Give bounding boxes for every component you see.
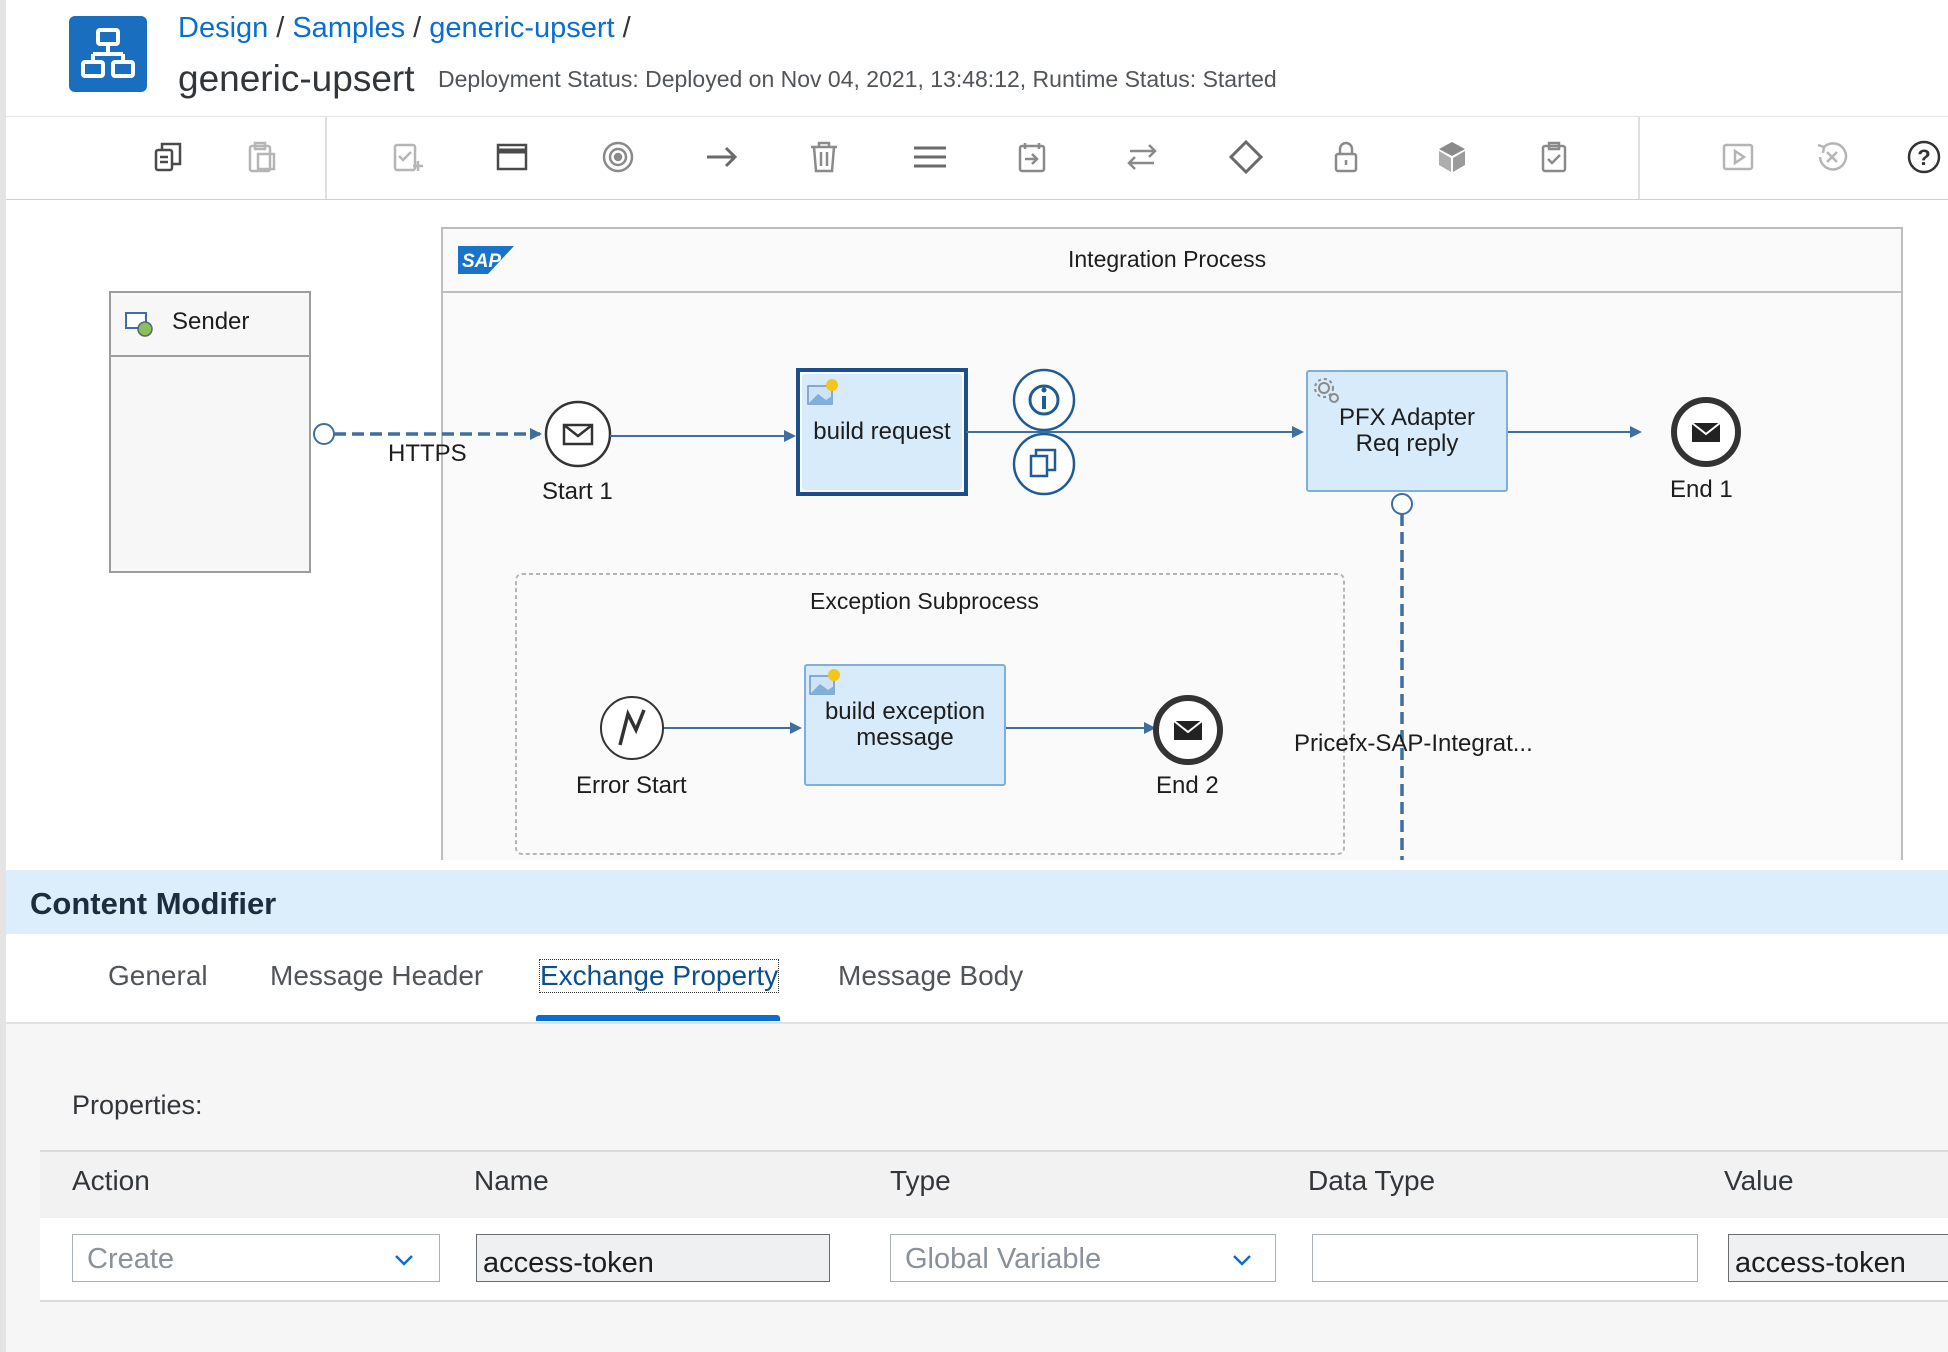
breadcrumb-generic-upsert[interactable]: generic-upsert [429,12,615,44]
table-header [40,1150,1948,1220]
arrow-right-icon[interactable] [702,137,742,177]
error-start-event [600,696,664,760]
toolbar-separator [325,117,327,199]
sender-label: Sender [172,308,250,335]
column-header-action: Action [72,1165,150,1196]
diamond-icon[interactable] [1226,137,1266,177]
page-title: generic-upsert [178,58,415,99]
start-event [544,400,612,468]
exception-subprocess-label: Exception Subprocess [810,588,1039,614]
properties-label: Properties: [72,1090,203,1120]
breadcrumb-samples[interactable]: Samples [292,12,406,44]
data-type-field[interactable] [1312,1234,1698,1282]
gear-icon [1312,376,1342,406]
import-icon[interactable] [1012,137,1052,177]
build-exception-task[interactable]: build exception message [804,664,1006,786]
hierarchy-icon [69,16,147,92]
clipboard-icon[interactable] [1534,137,1574,177]
pfx-adapter-task[interactable]: PFX Adapter Req reply [1306,370,1508,492]
diagram-canvas[interactable]: SAP Integration Process Sender HTTPS Sta… [6,200,1948,860]
diagram-connections [109,227,1903,860]
tab-bar [6,934,1948,1024]
breadcrumb-design[interactable]: Design [178,12,269,44]
sap-logo: SAP [458,246,514,274]
integration-process-label: Integration Process [1068,246,1267,272]
active-tab-indicator [536,1015,780,1021]
action-select-value: Create [87,1243,175,1275]
value-field-value: access-token [1735,1247,1906,1279]
deployment-status: Deployment Status: Deployed on Nov 04, 2… [438,66,1277,92]
pfx-adapter-label: PFX Adapter Req reply [1338,404,1476,457]
content-modifier-icon [806,378,840,406]
column-header-data-type: Data Type [1308,1165,1436,1196]
help-icon[interactable]: ? [1904,137,1944,177]
tab-message-body[interactable]: Message Body [838,960,1024,991]
play-icon[interactable] [1718,137,1758,177]
column-header-name: Name [474,1165,549,1196]
toolbar-separator [1638,117,1640,199]
breadcrumb-separator: / [622,12,631,44]
tab-exchange-property[interactable]: Exchange Property [538,959,780,993]
sender-icon [124,310,154,338]
receiver-connection-label: Pricefx-SAP-Integrat... [1294,730,1533,757]
window-icon[interactable] [492,137,532,177]
end2-label: End 2 [1156,772,1219,799]
error-start-label: Error Start [576,772,687,799]
target-icon[interactable] [598,137,638,177]
svg-text:SAP: SAP [462,251,501,272]
cube-icon[interactable] [1432,137,1472,177]
breadcrumb: Design/Samples/generic-upsert/ [178,12,639,45]
action-select[interactable]: Create [72,1234,440,1282]
name-field[interactable]: access-token [476,1234,830,1282]
left-edge-border [0,0,6,1352]
column-header-type: Type [890,1165,951,1196]
copy-step-icon [1012,432,1076,496]
tab-message-header[interactable]: Message Header [270,960,484,991]
delete-icon[interactable] [804,137,844,177]
end1-label: End 1 [1670,476,1733,503]
type-select[interactable]: Global Variable [890,1234,1276,1282]
chevron-down-icon [1233,1255,1251,1266]
breadcrumb-separator: / [413,12,422,44]
name-field-value: access-token [483,1247,654,1279]
copy-icon[interactable] [148,137,188,177]
lock-icon[interactable] [1326,137,1366,177]
chevron-down-icon [395,1255,413,1266]
swap-icon[interactable] [1122,137,1162,177]
sender-participant [109,291,311,573]
value-field[interactable]: access-token [1728,1234,1948,1282]
svg-text:?: ? [1917,145,1930,170]
panel-title: Content Modifier [30,886,277,921]
undeploy-icon[interactable] [1812,137,1852,177]
header-bar [0,0,1948,116]
content-modifier-icon [808,668,842,696]
build-exception-label: build exception message [824,698,986,751]
toolbar: ? [6,116,1948,201]
column-header-value: Value [1724,1165,1794,1196]
paste-icon[interactable] [242,137,282,177]
tab-general[interactable]: General [108,960,208,991]
add-task-icon[interactable] [388,137,428,177]
menu-icon[interactable] [910,137,950,177]
breadcrumb-separator: / [276,12,285,44]
https-label: HTTPS [388,440,467,467]
build-request-label: build request [813,418,951,445]
start-label: Start 1 [542,478,613,505]
type-select-value: Global Variable [905,1243,1102,1275]
panel-header [6,870,1948,934]
